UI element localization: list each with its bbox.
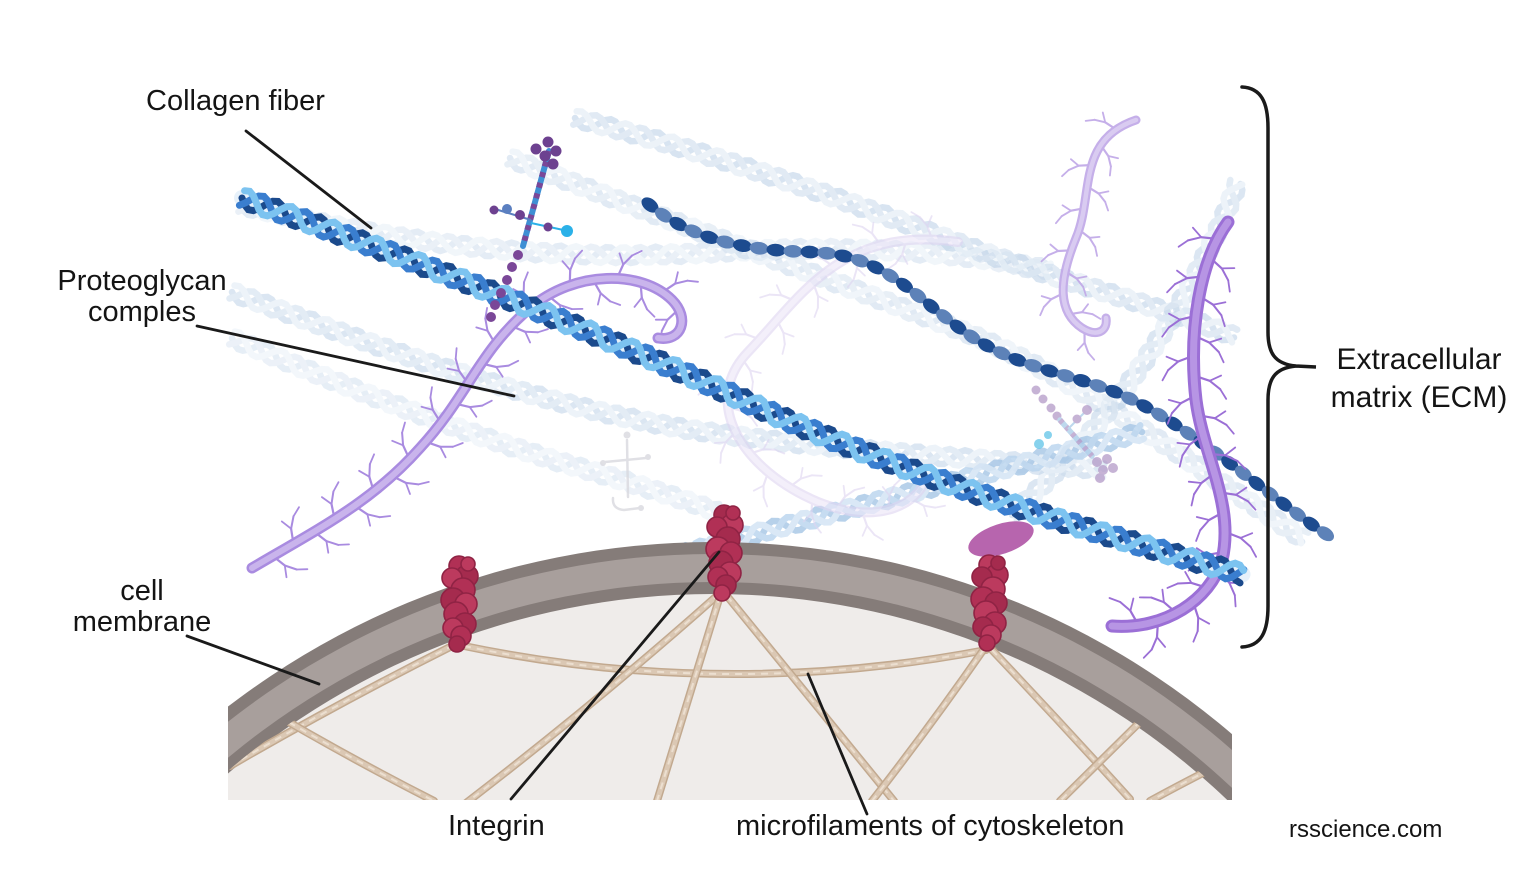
linker-protein-molecule-bright (486, 136, 573, 322)
integrin-clusters (440, 504, 1009, 653)
microfilaments-label: microfilaments of cytoskeleton (736, 810, 1125, 842)
cell-membrane-label: cell membrane (53, 575, 231, 639)
ecm-label: Extracellular matrix (ECM) (1312, 341, 1526, 417)
cell-membrane-label-line1: cell (120, 575, 164, 607)
ecm-bracket (1240, 85, 1317, 649)
proteoglycan-complex-right (1105, 215, 1257, 659)
collagen-fiber-label: Collagen fiber (146, 85, 325, 117)
pointer-microfilaments (806, 672, 869, 816)
proteoglycan-label-line2: comples (88, 296, 196, 329)
proteoglycan-label: Proteoglycan comples (38, 265, 246, 329)
proteoglycan-complex-top-right (1039, 111, 1141, 361)
integrin-left (440, 555, 479, 653)
collagen-fiber-main (234, 187, 1251, 587)
watermark: rsscience.com (1289, 816, 1443, 843)
proteoglycan-label-line1: Proteoglycan (57, 265, 227, 297)
pointer-lines (185, 129, 869, 816)
ecm-label-line1: Extracellular (1336, 343, 1502, 376)
fibronectin-bean (968, 521, 1034, 557)
beaded-protein-chain (641, 197, 1335, 542)
ghost-linker-molecule (600, 431, 651, 512)
pointer-collagen-fiber (244, 129, 373, 230)
pointer-integrin (509, 550, 721, 801)
integrin-right (970, 554, 1009, 652)
pointer-proteoglycan (195, 324, 516, 398)
cell-membrane-label-line2: membrane (72, 606, 212, 639)
integrin-label: Integrin (448, 810, 545, 842)
faded-collagen-fibers (225, 108, 1312, 589)
linker-protein-molecule-faded (1031, 385, 1118, 483)
ecm-label-line2: matrix (ECM) (1330, 380, 1508, 414)
proteoglycan-complex-left (246, 249, 699, 579)
pointer-cell-membrane (185, 634, 321, 686)
